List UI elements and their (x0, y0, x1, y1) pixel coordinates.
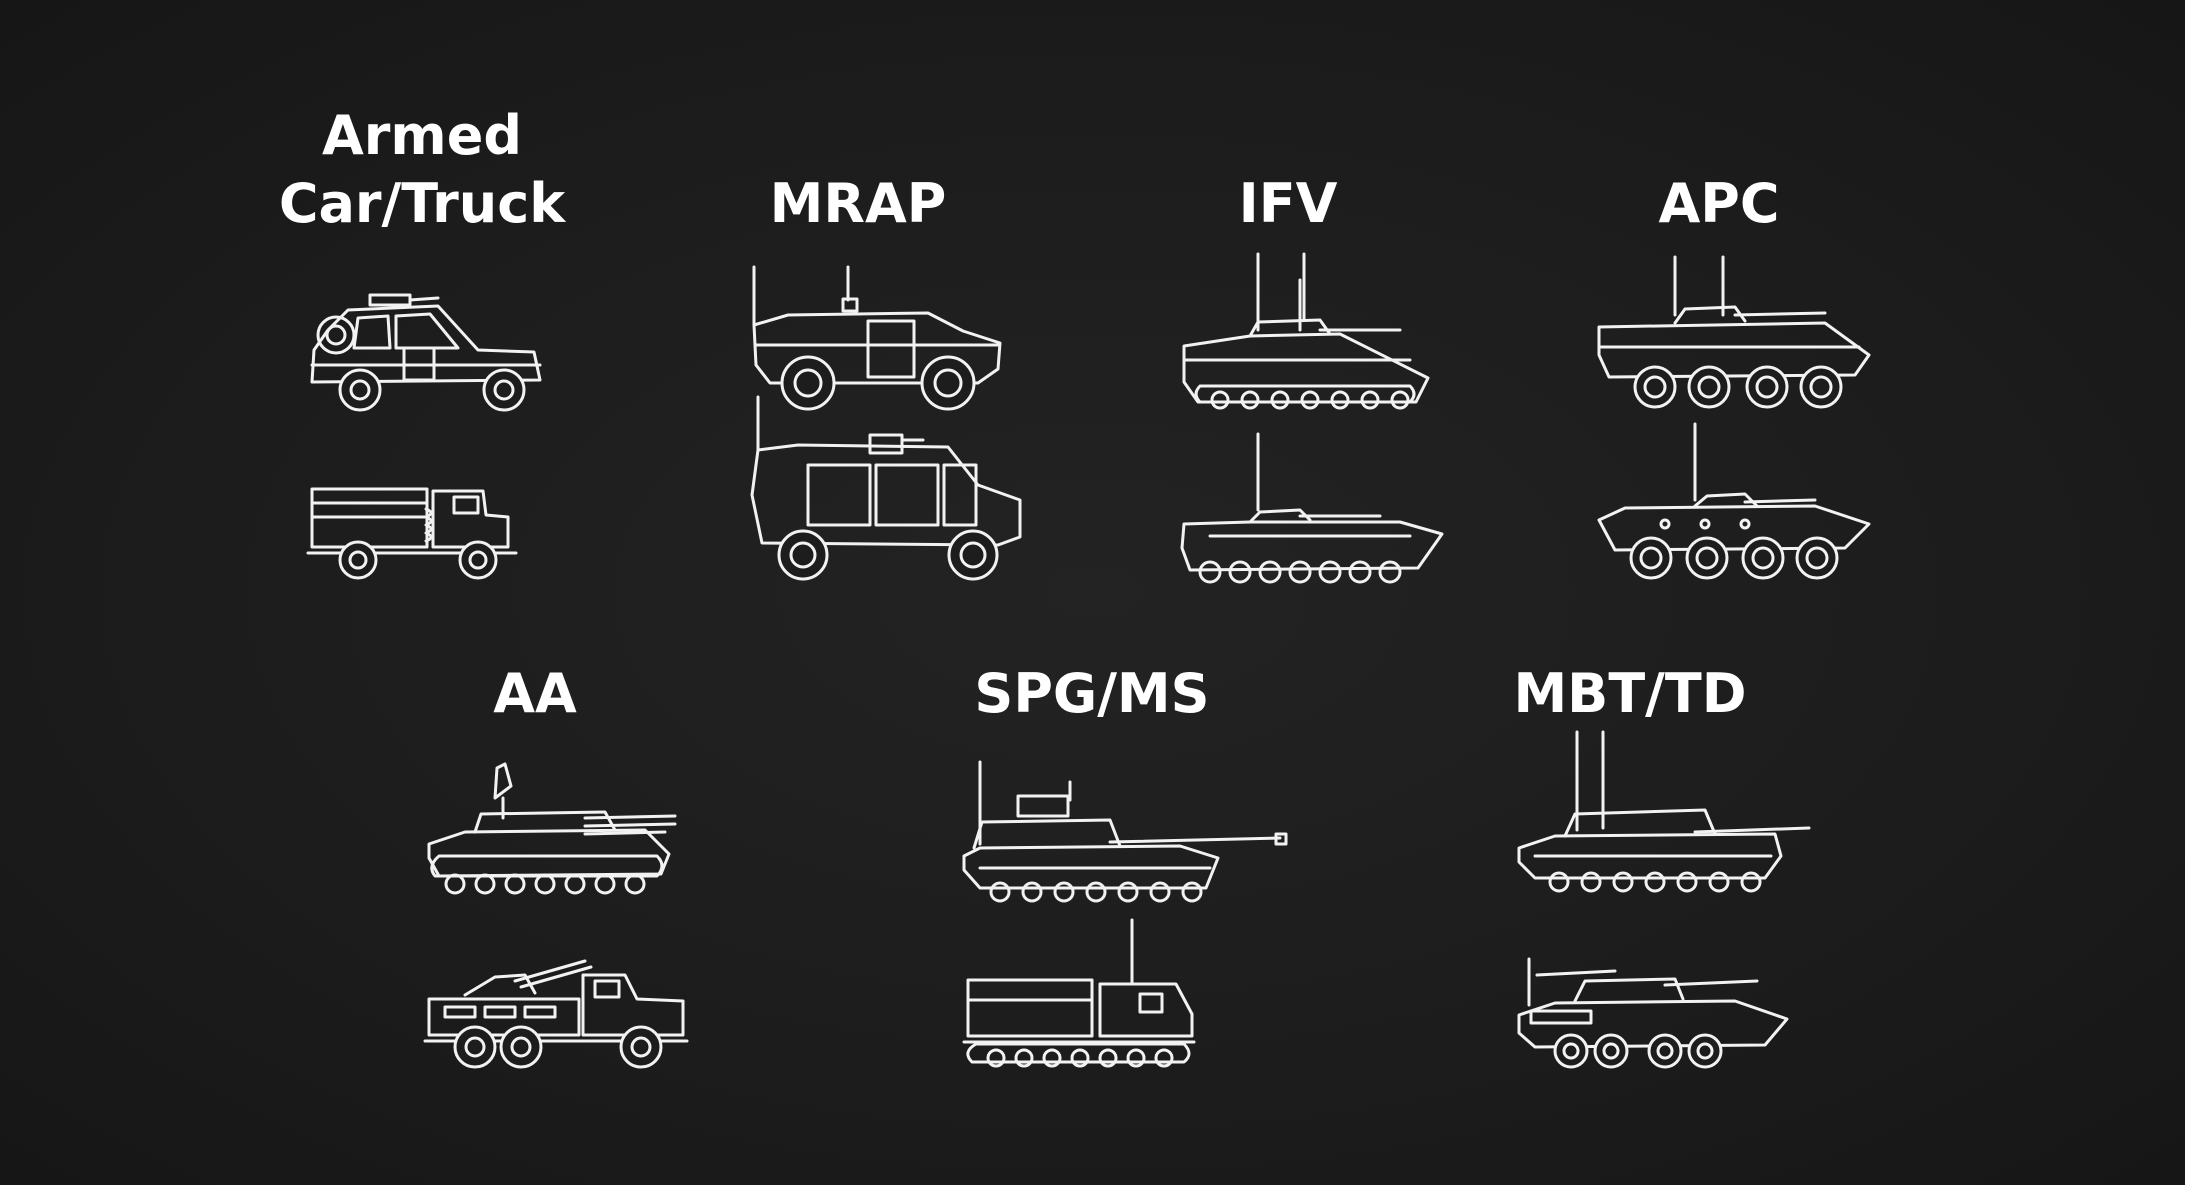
mlrs-tracked-icon (962, 918, 1196, 1068)
mbt-icon (1517, 730, 1811, 893)
armed-car-icon (310, 293, 542, 412)
heading-spg-ms: SPG/MS (974, 662, 1210, 725)
tank-destroyer-wheeled-icon (1517, 957, 1789, 1069)
mrap-heavy-icon (750, 395, 1022, 581)
apc-wheeled-icon (1597, 255, 1871, 409)
aa-tracked-icon (427, 762, 677, 895)
mrap-light-icon (752, 265, 1002, 411)
heading-armed-car-truck: Armed Car/Truck (278, 104, 566, 235)
heading-ifv: IFV (1238, 172, 1338, 235)
heading-mrap: MRAP (769, 172, 947, 235)
heading-aa: AA (493, 662, 577, 725)
heading-mbt-td: MBT/TD (1513, 662, 1747, 725)
ifv-tracked-low-icon (1180, 432, 1444, 584)
aa-truck-icon (423, 959, 689, 1069)
truck-icon (306, 487, 518, 580)
apc-btr-icon (1597, 422, 1871, 580)
heading-apc: APC (1658, 172, 1780, 235)
spg-tracked-icon (962, 760, 1288, 903)
ifv-tracked-icon (1182, 252, 1430, 410)
